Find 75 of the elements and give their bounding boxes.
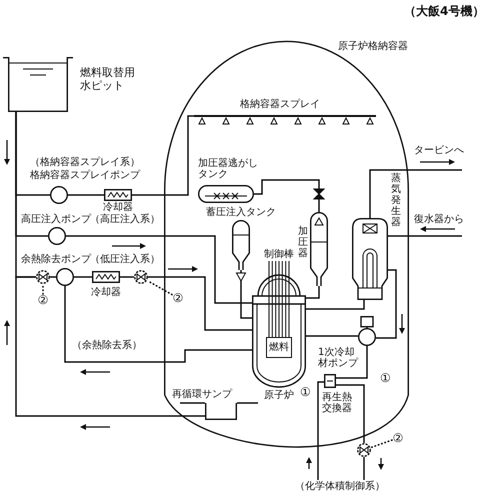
pipe bbox=[64, 286, 252, 363]
callout-number: ① bbox=[380, 372, 391, 384]
pipe bbox=[388, 235, 462, 237]
component-name: 冷却器 bbox=[103, 202, 133, 213]
sump-pit bbox=[205, 403, 237, 420]
pipe bbox=[376, 269, 397, 339]
component-name: 原子炉 bbox=[264, 390, 294, 401]
component-name: 格納容器スプレイ bbox=[240, 99, 320, 110]
pipe bbox=[306, 300, 365, 310]
component-name: 蓄圧注入タンク bbox=[206, 207, 276, 218]
pipe bbox=[68, 194, 104, 196]
accumulator-tank bbox=[232, 220, 250, 270]
leader-line bbox=[370, 439, 393, 448]
callout-number: ② bbox=[37, 294, 49, 306]
relief-tank bbox=[198, 185, 254, 203]
pipe bbox=[148, 276, 252, 331]
system-label: （高圧注入系） bbox=[90, 214, 160, 225]
component-name: 再循環サンプ bbox=[172, 389, 232, 400]
pipe bbox=[132, 115, 194, 196]
fuel-block bbox=[266, 337, 292, 358]
valve-icon bbox=[36, 270, 50, 284]
valve-icon bbox=[134, 270, 148, 284]
water-pit bbox=[3, 57, 73, 112]
callout-number: ② bbox=[172, 292, 184, 304]
component-name: 蒸気発生器 bbox=[391, 173, 401, 228]
spray-header bbox=[194, 112, 376, 126]
valve-icon bbox=[357, 443, 371, 457]
cooler-icon bbox=[104, 189, 132, 201]
pipe bbox=[50, 276, 56, 278]
pipe bbox=[306, 286, 320, 299]
component-name: 1次冷却材ポンプ bbox=[318, 347, 360, 369]
leader-line bbox=[147, 280, 173, 296]
pipe bbox=[15, 276, 205, 417]
edge-label: 復水器から bbox=[414, 214, 464, 225]
pipe bbox=[66, 235, 252, 304]
pipe bbox=[306, 335, 358, 337]
component-name: 加圧器逃がしタンク bbox=[198, 158, 259, 180]
pipe bbox=[254, 179, 320, 212]
pipe bbox=[336, 384, 365, 443]
pump-icon bbox=[56, 268, 74, 286]
edge-label: タービンへ bbox=[414, 145, 464, 156]
pipe bbox=[120, 276, 134, 278]
system-label: （化学体積制御系） bbox=[289, 480, 391, 492]
pipe bbox=[317, 381, 324, 480]
pipe bbox=[369, 169, 462, 218]
system-label: （低圧注入系） bbox=[90, 254, 160, 265]
pressurizer-vessel bbox=[310, 212, 328, 286]
system-label: （余熱除去系） bbox=[72, 340, 142, 351]
unit-label: （大飯4号機） bbox=[404, 4, 484, 18]
part-label: 制御棒 bbox=[264, 249, 294, 260]
callout-number: ① bbox=[300, 386, 311, 398]
component-name: 余熱除去ポンプ bbox=[21, 254, 91, 265]
reactor-vessel bbox=[252, 261, 306, 388]
component-name: 冷却器 bbox=[91, 287, 121, 298]
component-name: 燃料 bbox=[269, 342, 289, 354]
component-name: 格納容器スプレイポンプ bbox=[30, 170, 140, 181]
callout-number: ② bbox=[392, 432, 404, 444]
cooler-icon bbox=[92, 271, 120, 283]
leader-line bbox=[42, 283, 44, 295]
component-name: 高圧注入ポンプ bbox=[21, 214, 91, 225]
pipe bbox=[363, 457, 365, 480]
component-name: 加圧器 bbox=[298, 226, 308, 259]
pump-icon bbox=[50, 186, 68, 204]
containment-vessel bbox=[164, 41, 410, 449]
steam-generator bbox=[352, 218, 388, 300]
component-name: 燃料取替用水ピット bbox=[80, 66, 136, 92]
pump-icon bbox=[358, 316, 376, 346]
pump-icon bbox=[48, 227, 66, 245]
system-label: （格納容器スプレイ系） bbox=[30, 157, 140, 168]
component-name: 再生熱交換器 bbox=[322, 392, 353, 414]
component-name: 原子炉格納容器 bbox=[338, 41, 408, 53]
pipe bbox=[336, 346, 368, 379]
pipe bbox=[236, 270, 252, 319]
pipe bbox=[74, 276, 92, 278]
heat-exchanger-icon bbox=[324, 374, 336, 388]
